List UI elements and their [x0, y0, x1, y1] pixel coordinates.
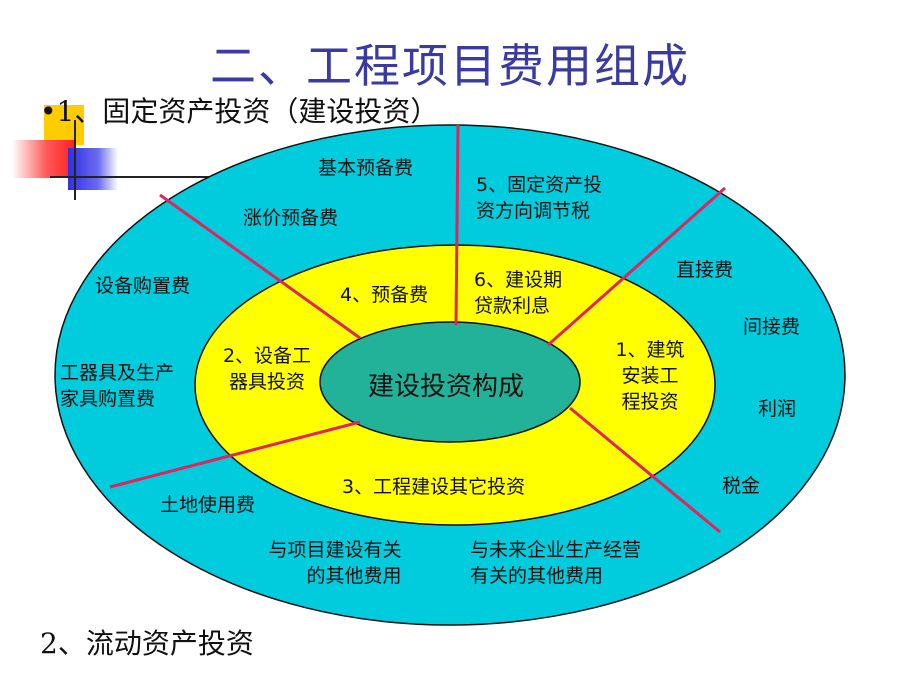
label-zhijiefei: 直接费 — [676, 259, 734, 281]
label-lirun: 利润 — [758, 398, 797, 420]
label-shebei-gouzhifei: 设备购置费 — [95, 275, 191, 297]
label-line: 6、建设期 — [474, 269, 563, 291]
divider-line-lower-right — [569, 406, 721, 534]
label-gongqiju-gouzhifei: 工器具及生产 家具购置费 — [60, 360, 174, 412]
deco-blue-square — [68, 148, 118, 190]
label-weilai-qita: 与未来企业生产经营 有关的其他费用 — [470, 537, 641, 589]
label-line: 与项目建设有关 — [268, 539, 402, 561]
center-ellipse — [319, 321, 581, 443]
center-label: 建设投资构成 — [368, 372, 525, 402]
label-line: 2、设备工 — [222, 345, 312, 367]
divider-line-upper-left — [159, 193, 361, 340]
item1-text: •1、固定资产投资（建设投资） — [40, 90, 438, 130]
divider-line-top — [454, 124, 460, 326]
divider-line-upper-right — [547, 186, 726, 347]
deco-vline — [74, 120, 76, 200]
deco-hline — [50, 176, 250, 178]
label-jiben-yubeifei: 基本预备费 — [318, 157, 414, 179]
item1-bullet: • — [40, 95, 57, 128]
label-line: 1、建筑 — [615, 339, 685, 361]
label-line: 的其他费用 — [306, 565, 402, 587]
label-qita-touzi: 3、工程建设其它投资 — [342, 476, 526, 498]
label-tudi-shiyongfei: 土地使用费 — [160, 494, 256, 516]
label-line: 资方向调节税 — [476, 200, 591, 222]
label-guding-tiaojieshui: 5、固定资产投 资方向调节税 — [476, 172, 602, 224]
label-line: 5、固定资产投 — [476, 174, 603, 196]
label-line: 工器具及生产 — [60, 362, 175, 384]
label-shuijin: 税金 — [722, 475, 761, 497]
label-jianjiefei: 间接费 — [743, 316, 801, 338]
label-line: 器具投资 — [228, 371, 305, 393]
label-shebei-gongqiju: 2、设备工 器具投资 — [212, 343, 322, 395]
deco-yellow-square — [44, 105, 84, 145]
label-yubeifei: 4、预备费 — [340, 284, 429, 306]
item2-text: 2、流动资产投资 — [40, 627, 254, 660]
label-line: 安装工 — [621, 365, 679, 387]
label-line: 贷款利息 — [474, 295, 551, 317]
item1-label: 1、固定资产投资（建设投资） — [56, 95, 439, 128]
label-line: 家具购置费 — [60, 388, 156, 410]
label-zhangjia-yubeifei: 涨价预备费 — [243, 207, 339, 229]
label-daikuan-lixi: 6、建设期 贷款利息 — [474, 267, 562, 319]
label-line: 有关的其他费用 — [470, 565, 604, 587]
label-line: 与未来企业生产经营 — [470, 539, 642, 561]
bullet-decoration — [10, 100, 250, 200]
label-line: 程投资 — [621, 391, 679, 413]
page-title: 二、工程项目费用组成 — [210, 39, 690, 93]
label-jianzhu-anzhuang: 1、建筑 安装工 程投资 — [600, 337, 700, 415]
divider-line-lower-left — [109, 420, 361, 489]
label-xiangmu-qita: 与项目建设有关 的其他费用 — [250, 537, 420, 589]
deco-red-square — [12, 140, 74, 178]
